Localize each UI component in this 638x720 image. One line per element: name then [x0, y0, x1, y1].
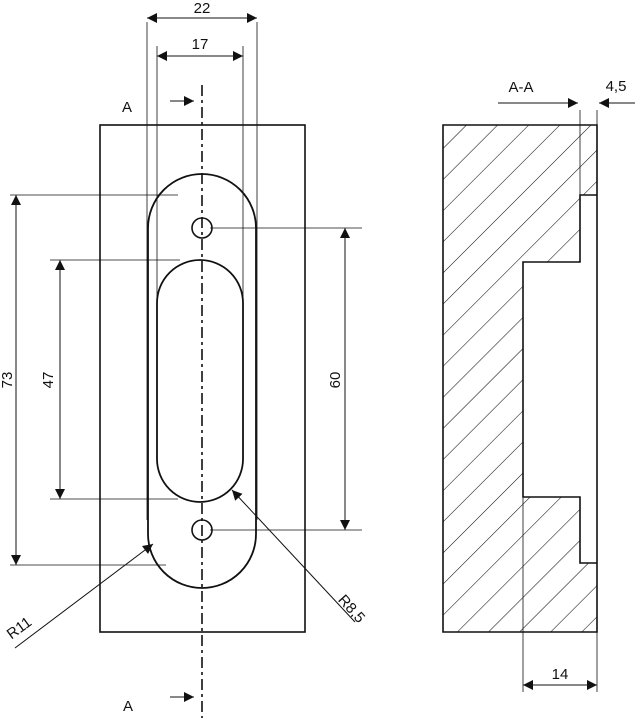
dimension-47: 47: [40, 259, 180, 500]
dim-label-60: 60: [327, 372, 344, 389]
dim-label-14: 14: [552, 666, 569, 683]
dim-label-4-5: 4,5: [606, 78, 627, 95]
inner-slot: [156, 259, 244, 503]
front-view: [99, 85, 306, 718]
outer-slot: [147, 173, 257, 589]
dim-label-r8-5: R8,5: [334, 592, 368, 627]
section-marker-bottom: A: [123, 692, 194, 715]
dimension-60: 60: [210, 227, 362, 531]
dimension-4-5: 4,5: [599, 78, 635, 108]
dim-label-17: 17: [192, 36, 209, 53]
section-label: A-A: [508, 79, 533, 96]
section-hatch: [443, 125, 597, 632]
section-recess: [522, 194, 597, 564]
dimension-17: 17: [156, 36, 244, 310]
section-letter-bottom: A: [123, 698, 133, 715]
section-view: [442, 110, 598, 633]
section-title: A-A: [498, 79, 578, 108]
dim-label-r11: R11: [4, 614, 35, 643]
dim-label-47: 47: [40, 372, 57, 389]
section-letter-top: A: [122, 99, 132, 116]
dimension-73: 73: [0, 194, 178, 566]
dim-label-22: 22: [194, 0, 211, 17]
dim-label-73: 73: [0, 372, 16, 389]
section-marker-top: A: [122, 96, 194, 116]
dimension-22: 22: [146, 0, 258, 520]
dimension-14: 14: [522, 497, 598, 692]
radius-r8-5: R8,5: [231, 489, 368, 627]
